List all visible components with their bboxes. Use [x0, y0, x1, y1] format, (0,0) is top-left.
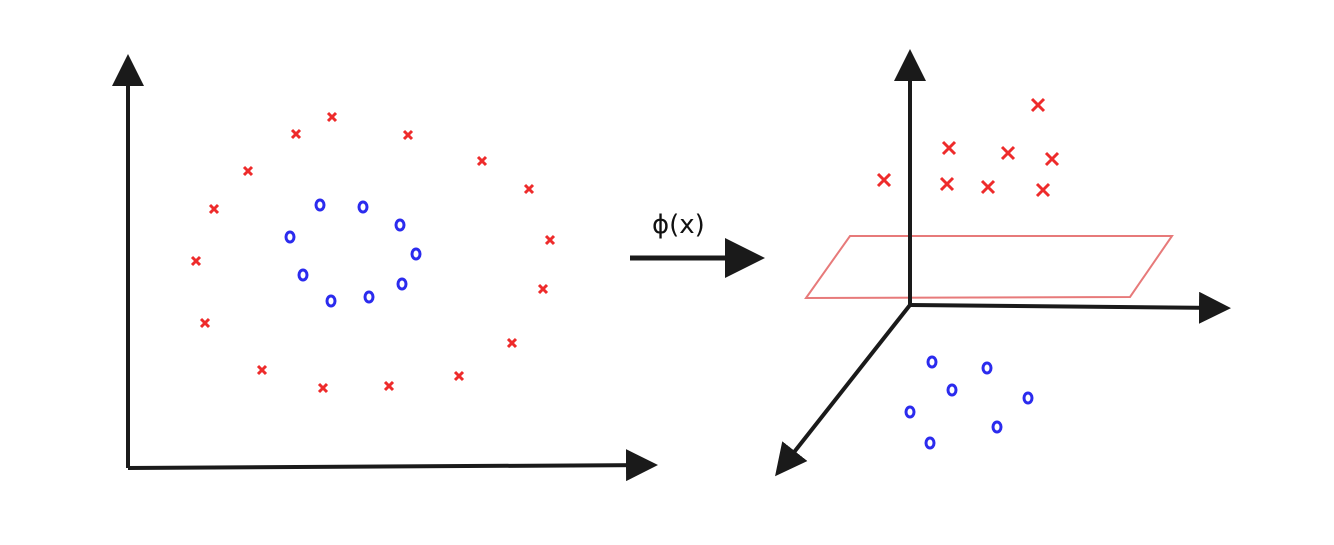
mapping-label: ϕ(x) — [652, 210, 705, 240]
class-x-point — [1035, 182, 1051, 198]
class-o-point — [394, 218, 406, 232]
class-x-point — [544, 234, 556, 246]
class-x-point — [256, 364, 268, 376]
class-x-point — [941, 140, 957, 156]
right-3d-axes — [775, 49, 1231, 477]
class-x-point — [453, 370, 465, 382]
class-o-point — [1022, 391, 1034, 405]
separating-hyperplane — [804, 235, 1174, 300]
class-o-point — [314, 198, 326, 212]
class-x-point — [476, 155, 488, 167]
class-x-point — [1000, 145, 1016, 161]
class-x-point — [383, 380, 395, 392]
data-points — [190, 97, 1060, 450]
class-o-point — [924, 436, 936, 450]
class-x-point — [523, 183, 535, 195]
class-x-point — [242, 165, 254, 177]
class-x-point — [939, 176, 955, 192]
class-x-point — [290, 128, 302, 140]
class-x-point — [402, 129, 414, 141]
class-x-point — [506, 337, 518, 349]
class-x-point — [190, 255, 202, 267]
class-x-point — [317, 382, 329, 394]
class-x-point — [208, 203, 220, 215]
class-x-point — [537, 283, 549, 295]
class-o-point — [946, 383, 958, 397]
class-o-point — [325, 294, 337, 308]
class-o-point — [357, 200, 369, 214]
class-o-point — [297, 268, 309, 282]
left-2d-axes — [112, 54, 658, 482]
class-x-point — [326, 111, 338, 123]
class-x-point — [1044, 151, 1060, 167]
right-y-axis — [775, 303, 912, 477]
class-o-point — [396, 277, 408, 291]
class-x-point — [199, 317, 211, 329]
class-x-point — [980, 179, 996, 195]
class-o-point — [284, 230, 296, 244]
class-o-point — [904, 405, 916, 419]
class-o-point — [981, 361, 993, 375]
class-o-point — [991, 420, 1003, 434]
class-o-point — [410, 247, 422, 261]
class-x-point — [1030, 97, 1046, 113]
left-x-axis — [127, 449, 658, 482]
class-o-point — [363, 290, 375, 304]
right-x-axis — [909, 291, 1231, 324]
class-o-point — [926, 355, 938, 369]
class-x-point — [876, 172, 892, 188]
